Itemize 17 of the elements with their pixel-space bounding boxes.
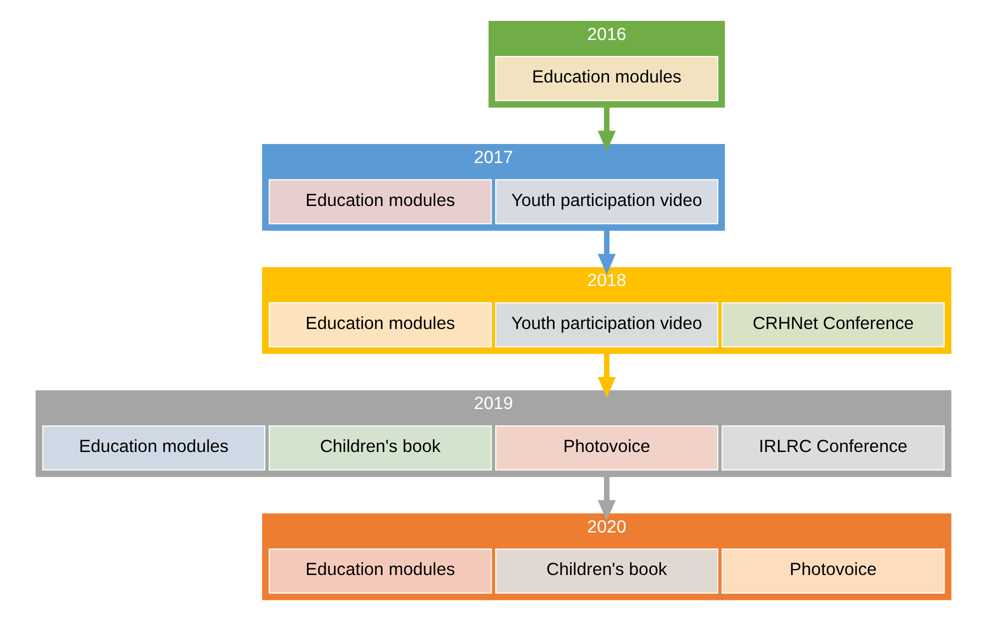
node-box: Children's book: [268, 425, 492, 470]
arrow: [597, 230, 616, 274]
node-box: Education modules: [268, 179, 492, 224]
node-box: Youth participation video: [494, 302, 718, 348]
arrow: [597, 107, 616, 152]
node-box: Education modules: [268, 302, 492, 348]
node-box: Photovoice: [494, 425, 718, 470]
node-box: Photovoice: [721, 548, 944, 594]
node-box: Education modules: [42, 425, 265, 470]
node-box: Education modules: [268, 548, 492, 594]
node-box: Education modules: [494, 56, 718, 102]
node-box: IRLRC Conference: [721, 425, 944, 470]
arrow: [597, 353, 616, 398]
node-box: Youth participation video: [494, 179, 718, 224]
node-box: CRHNet Conference: [721, 302, 944, 348]
node-box: Children's book: [494, 548, 718, 594]
arrow: [597, 476, 616, 521]
